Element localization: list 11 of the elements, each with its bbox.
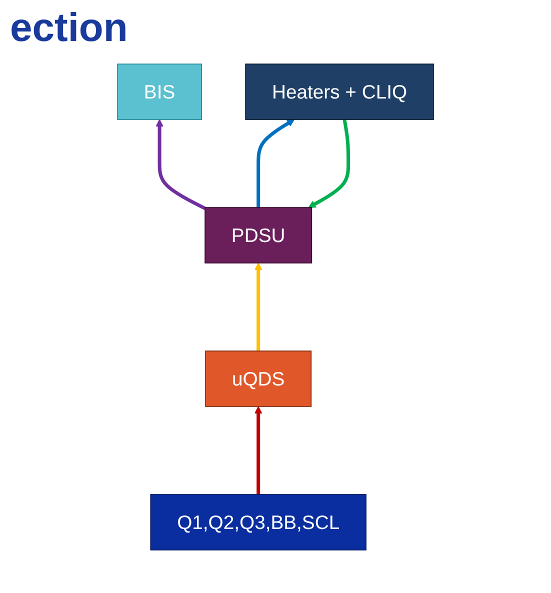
arrow <box>256 119 295 208</box>
node-box: Q1,Q2,Q3,BB,SCL <box>150 494 366 550</box>
arrow <box>254 406 262 494</box>
node-box: Heaters + CLIQ <box>245 64 434 120</box>
arrow <box>254 262 262 352</box>
node-box: BIS <box>117 64 202 120</box>
arrow <box>156 119 206 210</box>
node-box: uQDS <box>205 350 312 407</box>
arrow <box>308 119 350 208</box>
title: ection <box>10 6 129 51</box>
node-box: PDSU <box>204 207 312 264</box>
